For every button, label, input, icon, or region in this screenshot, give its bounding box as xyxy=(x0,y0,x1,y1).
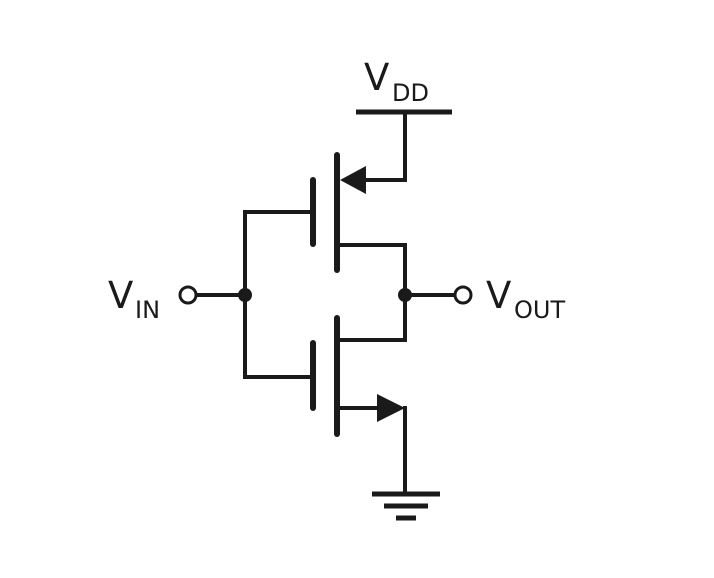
ground-symbol xyxy=(372,491,440,521)
input-junction-dot xyxy=(238,288,252,302)
vout-label-sub: OUT xyxy=(514,296,565,324)
vout-label-main: V xyxy=(486,274,511,317)
vdd-label-main: V xyxy=(364,56,389,99)
vdd-label-sub: DD xyxy=(392,79,429,107)
vdd-supply: V DD xyxy=(356,56,452,115)
pmos-transistor xyxy=(310,112,407,295)
output-network: V OUT xyxy=(398,274,565,324)
pmos-source-wire xyxy=(362,112,407,182)
output-junction-dot xyxy=(398,288,412,302)
nmos-transistor xyxy=(310,295,407,494)
output-terminal xyxy=(453,285,473,305)
vin-label-sub: IN xyxy=(135,296,160,324)
input-terminal xyxy=(178,285,198,305)
gate-tie-wire xyxy=(243,210,313,379)
input-network: V IN xyxy=(108,210,313,379)
vin-label-main: V xyxy=(108,274,133,317)
nmos-drain-wire xyxy=(337,295,407,342)
pmos-arrow-icon xyxy=(340,166,366,194)
pmos-drain-wire xyxy=(337,243,407,295)
nmos-arrow-icon xyxy=(377,394,405,422)
